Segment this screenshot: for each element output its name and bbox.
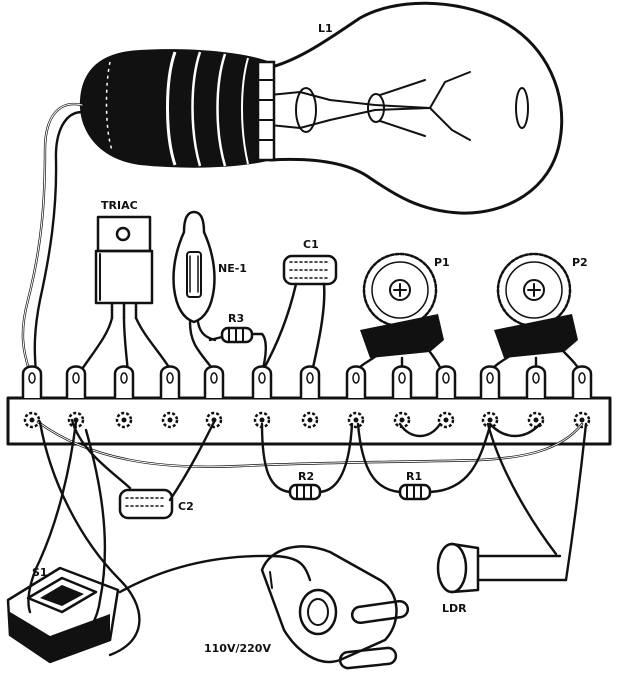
potentiometer-p1: P1 [354,252,450,374]
terminal-screw-center [533,417,539,423]
capacitor-c2: C2 [118,488,194,520]
capacitor-c1: C1 [260,238,338,374]
p1-label: P1 [434,256,450,269]
lamp-wire-2 [33,110,84,374]
terminal-screw-center [579,417,585,423]
terminal-screw-center [307,417,313,423]
terminal-screw-center [399,417,405,423]
terminal-strip [6,365,612,446]
neon-ne1: NE-1 [172,210,247,324]
potentiometer-p2: P2 [488,252,588,374]
neon-label: NE-1 [218,262,247,275]
lamp-socket [79,49,276,168]
terminal-lug-hole [486,372,494,384]
underside-wiring [27,418,588,657]
lamp-label: L1 [318,22,333,35]
terminal-lug-hole [352,372,360,384]
lamp-l1: L1 [79,1,564,215]
terminal-screw-center [353,417,359,423]
c1-label: C1 [303,238,319,251]
lamp-wire [21,102,84,374]
resistor-r2: R2 [288,470,322,501]
ldr: LDR [436,542,568,615]
triac: TRIAC [94,199,154,320]
r3-label: R3 [228,312,244,325]
switch-s1: S1 [6,566,120,664]
terminal-lug-hole [72,372,80,384]
terminal-screw-center [29,417,35,423]
terminal-screw-center [167,417,173,423]
r2-label: R2 [298,470,314,483]
terminal-lug-hole [578,372,586,384]
mains-plug: 110V/220V [204,545,410,670]
lamp-filament [269,71,529,141]
neon-lead-2 [196,320,217,342]
terminal-screw-center [73,417,79,423]
neon-lead [188,320,217,374]
s1-label: S1 [32,566,48,579]
r1-label: R1 [406,470,422,483]
terminal-screw-center [259,417,265,423]
terminal-lug-hole [306,372,314,384]
terminal-lug-hole [120,372,128,384]
triac-label: TRIAC [101,199,138,212]
terminal-screw-center [487,417,493,423]
ldr-label: LDR [442,602,467,615]
terminal-lug-hole [442,372,450,384]
mains-label: 110V/220V [204,642,271,655]
terminal-lug-hole [210,372,218,384]
lamp-bulb-glass [266,1,564,215]
resistor-r1: R1 [398,470,432,501]
terminal-lug-hole [258,372,266,384]
resistor-r3: R3 [208,312,267,374]
terminal-screw-center [121,417,127,423]
terminal-lug-hole [166,372,174,384]
terminal-lug-hole [398,372,406,384]
terminal-lug-hole [532,372,540,384]
p2-label: P2 [572,256,588,269]
terminal-lug-hole [28,372,36,384]
c2-label: C2 [178,500,194,513]
terminal-screw-center [443,417,449,423]
triac-leads [78,316,174,374]
